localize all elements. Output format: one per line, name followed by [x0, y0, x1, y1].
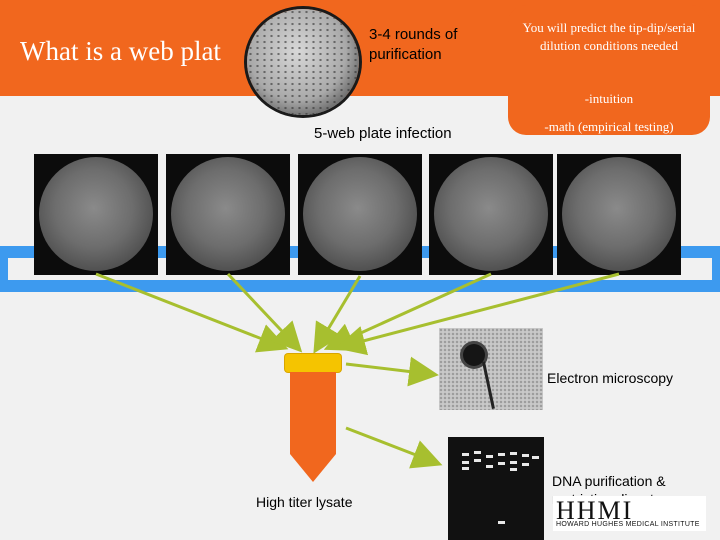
callout-text: You will predict the tip-dip/serial dilu…	[522, 20, 696, 53]
web-plate-5	[557, 154, 681, 275]
callout-item-math: -math (empirical testing)	[544, 119, 674, 134]
em-label: Electron microscopy	[547, 370, 674, 386]
restriction-gel-image	[448, 437, 544, 540]
web-plate-1	[34, 154, 158, 275]
callout-item-intuition: -intuition	[584, 91, 634, 106]
phage-head-icon	[463, 344, 485, 366]
web-plate-4	[429, 154, 553, 275]
arrow-plate-5	[335, 272, 620, 356]
web-plate-3	[298, 154, 422, 275]
hhmi-logo-text: HHMI	[556, 496, 634, 525]
purified-plaque-plate-image	[247, 9, 359, 115]
hhmi-logo-subtext: HOWARD HUGHES MEDICAL INSTITUTE	[556, 521, 700, 528]
purification-rounds-label: 3-4 rounds of purification	[369, 26, 458, 63]
arrow-to-em	[345, 356, 439, 387]
prediction-callout: You will predict the tip-dip/serial dilu…	[508, 5, 710, 135]
hhmi-logo: HHMI HOWARD HUGHES MEDICAL INSTITUTE	[553, 496, 706, 531]
lysate-tube-icon	[290, 372, 336, 482]
arrow-to-gel	[345, 426, 443, 469]
tube-cap	[285, 354, 341, 372]
arrow-plate-2	[226, 272, 303, 353]
lysate-label: High titer lysate	[256, 494, 353, 510]
slide-title: What is a web plat	[20, 36, 221, 66]
web-plate-2	[166, 154, 290, 275]
web-plate-infection-label: 5-web plate infection	[314, 125, 452, 142]
arrow-plate-1	[95, 272, 289, 353]
